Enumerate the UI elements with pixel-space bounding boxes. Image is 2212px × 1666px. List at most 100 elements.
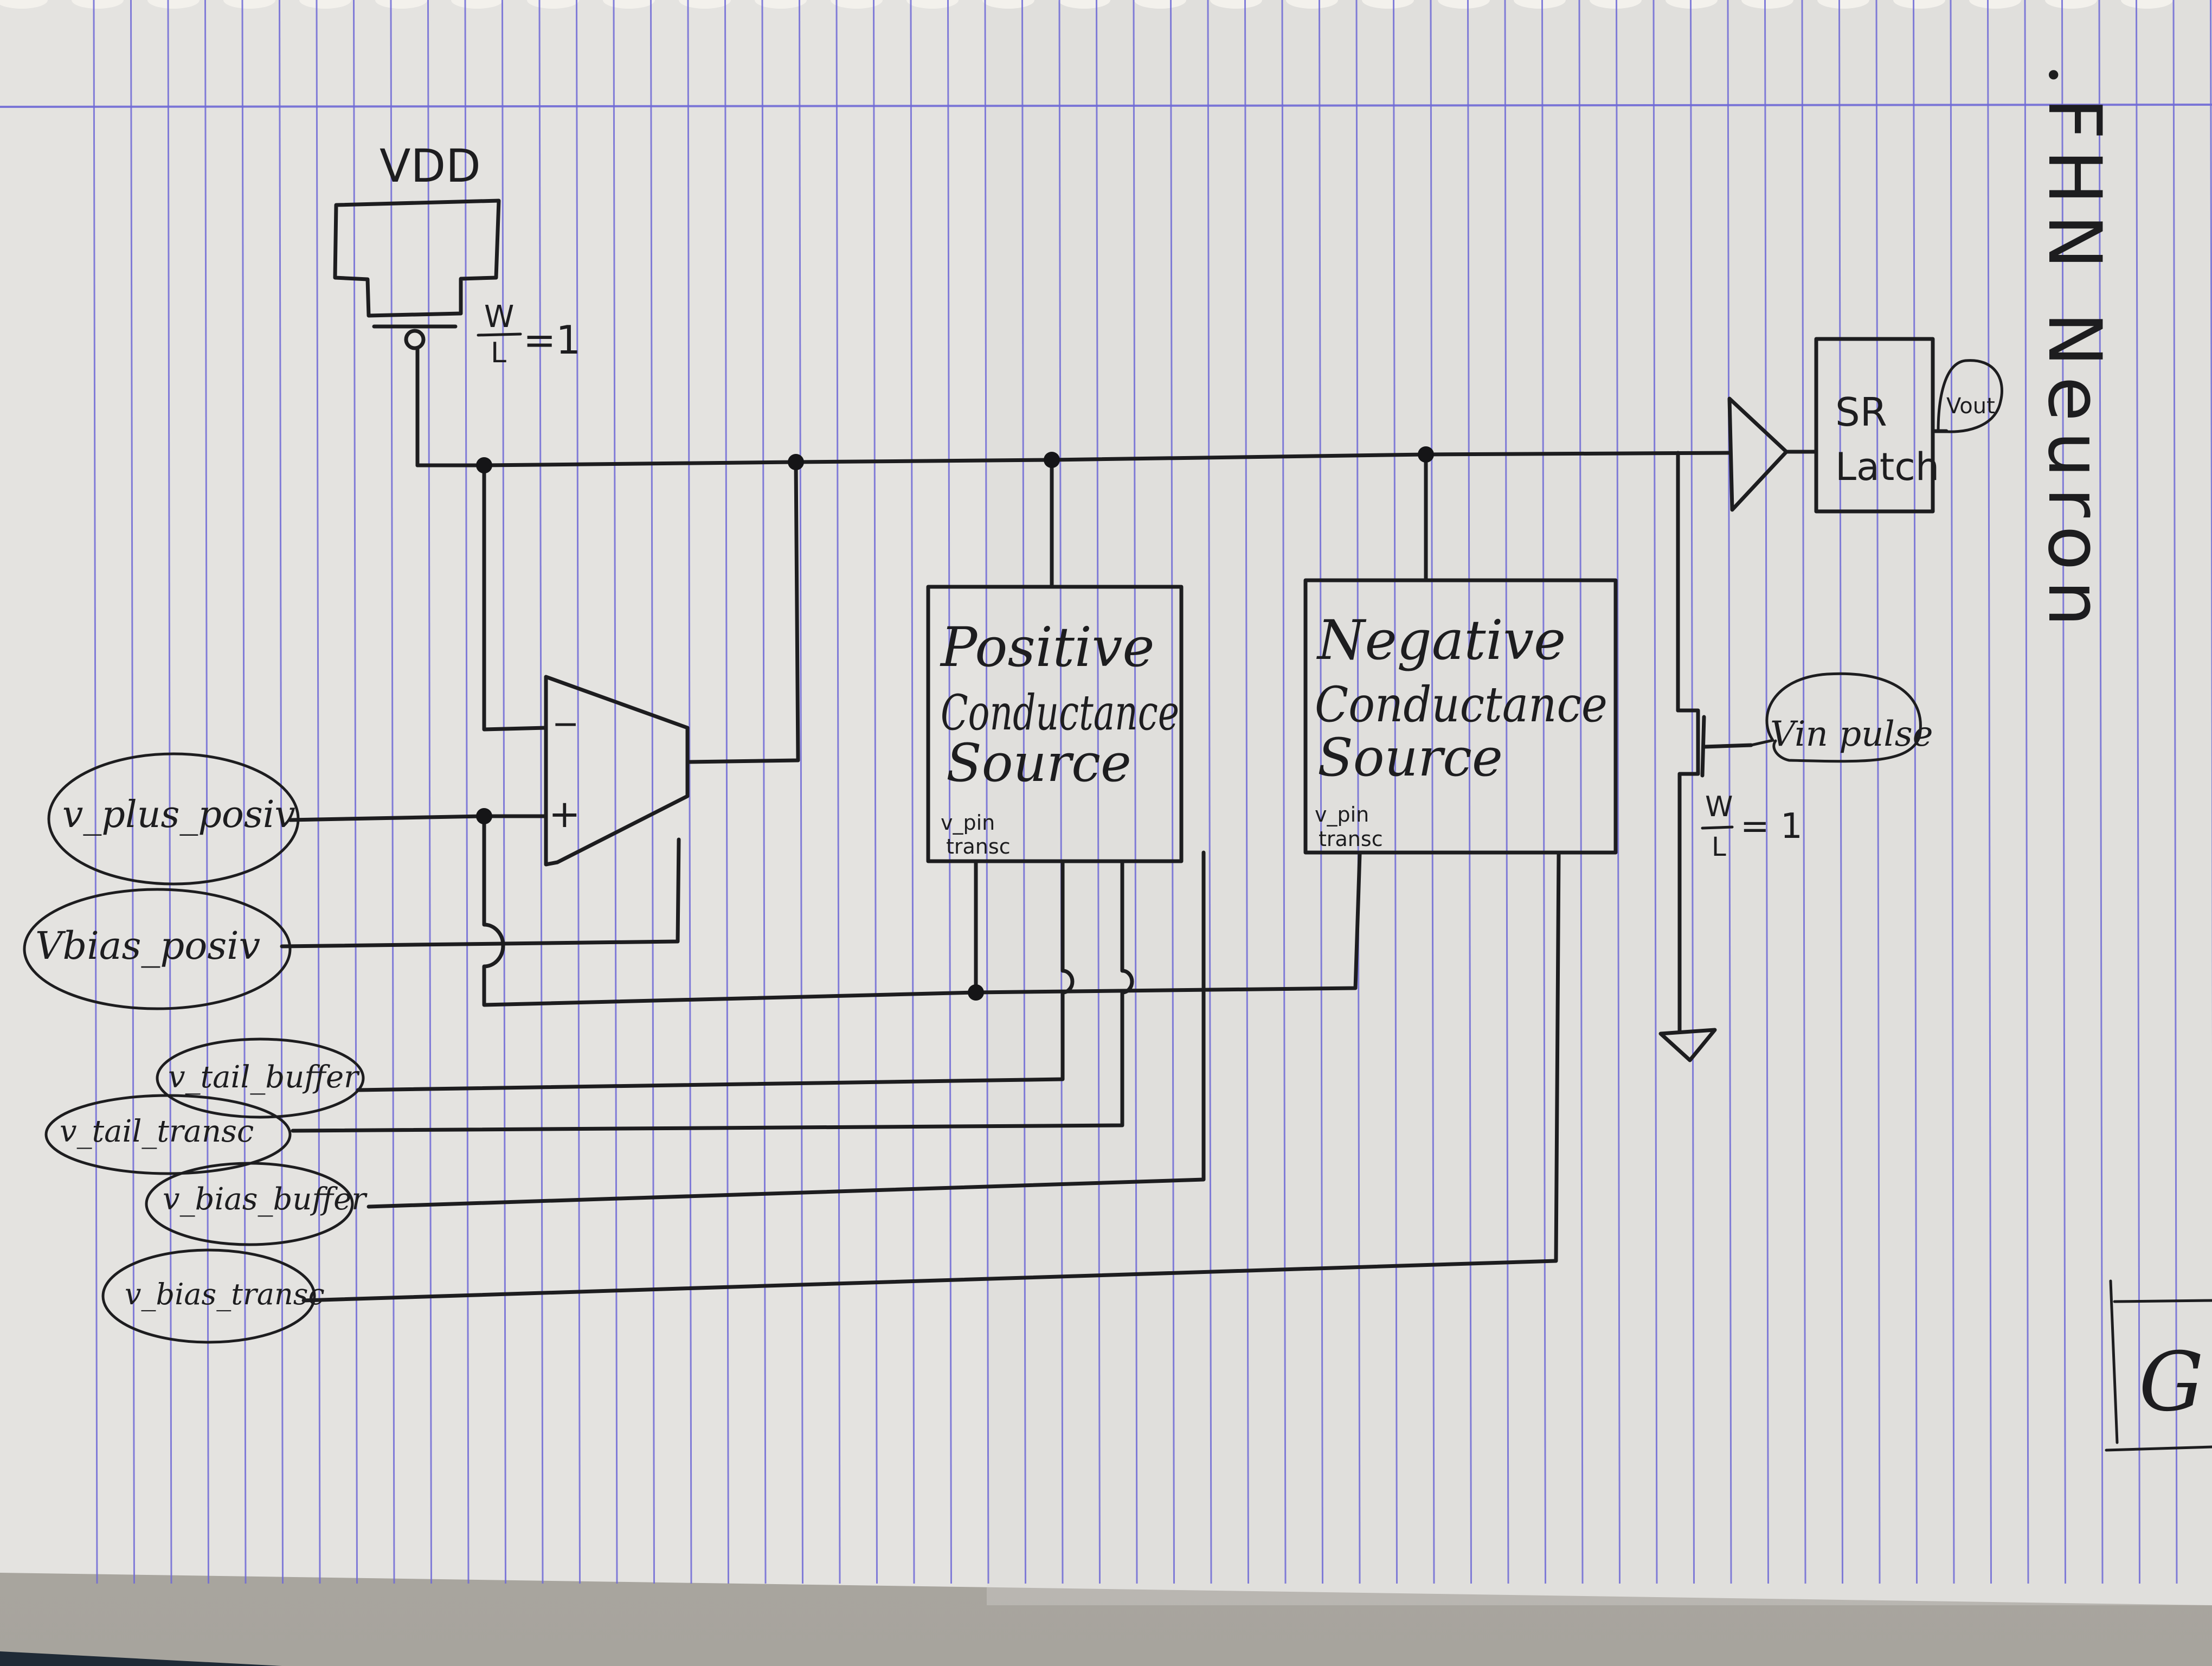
ruled-line — [2098, 0, 2104, 1584]
ruled-line — [1875, 0, 1881, 1584]
input-ratio-den: L — [1712, 832, 1726, 862]
ruled-line — [835, 0, 841, 1584]
positive-block-line3: Source — [946, 733, 1131, 793]
input-label-2: v_tail_buffer — [156, 1037, 365, 1119]
perforation — [1438, 0, 1490, 9]
negative-conductance-block[interactable]: Negative Conductance Source v_pin transc — [1303, 578, 1618, 855]
positive-block-box — [926, 585, 1184, 863]
ruled-line — [1207, 0, 1212, 1584]
v-bias-transc-wire-wire — [301, 850, 1561, 1303]
perforation — [2121, 0, 2173, 9]
ruled-line — [1393, 0, 1398, 1584]
sr-latch-block[interactable]: SR Latch — [1814, 337, 1939, 514]
perforation — [1969, 0, 2021, 9]
ruled-line — [613, 0, 618, 1584]
ruled-line — [1504, 0, 1509, 1584]
ruled-line — [1987, 0, 1992, 1584]
negative-block-pin-line2: transc — [1319, 827, 1383, 851]
opamp-icon — [544, 675, 690, 867]
opamp-minus-label: − — [552, 705, 579, 743]
perforation — [0, 0, 48, 9]
ruled-line — [1616, 0, 1621, 1584]
input-bubble-outline — [101, 1248, 316, 1344]
perforation — [1741, 0, 1793, 9]
ruled-line — [353, 0, 358, 1584]
ruled-line — [1764, 0, 1769, 1584]
positive-block-line2: Conductance — [941, 684, 1179, 741]
v-tail-buffer-wire-wire — [356, 859, 1075, 1092]
ruled-line — [1578, 0, 1584, 1584]
positive-conductance-block[interactable]: Positive Conductance Source v_pin transc — [926, 585, 1184, 863]
negative-block-line1: Negative — [1316, 608, 1566, 672]
input-bubble-outline — [23, 888, 292, 1010]
input-bubble-outline — [44, 1094, 292, 1175]
ruled-line — [316, 0, 321, 1584]
ruled-line — [799, 0, 803, 1584]
ruled-line — [464, 0, 470, 1584]
page-title: FHN Neuron — [2032, 98, 2117, 636]
top-rail-wire — [415, 451, 1732, 467]
output-buffer-icon — [1727, 396, 1789, 512]
junction-dot — [968, 984, 984, 1001]
ruled-line — [1133, 0, 1138, 1584]
perforation — [1514, 0, 1566, 9]
pmos-transistor-icon — [333, 198, 501, 318]
vin-pulse-bubble — [1750, 672, 1922, 763]
input-bubble-label: v_plus_posiv — [62, 793, 295, 836]
input-nmos-icon — [1676, 708, 1700, 776]
input-label-3: v_tail_transc — [44, 1094, 292, 1175]
ruled-line — [576, 0, 581, 1584]
ruled-line — [1058, 0, 1064, 1584]
input-bubble-outline — [47, 752, 300, 886]
ruled-line — [2061, 0, 2066, 1584]
ruled-line — [1096, 0, 1101, 1584]
perforation — [1362, 0, 1414, 9]
input-bubble-outline — [156, 1037, 365, 1119]
perforation — [1590, 0, 1642, 9]
pmos-ratio-bar — [477, 332, 522, 337]
sr-latch-box — [1814, 337, 1935, 514]
page-bullet: • — [2044, 57, 2063, 95]
wires — [280, 429, 1949, 1303]
ruled-line — [1801, 0, 1806, 1584]
ruled-line — [2172, 0, 2178, 1584]
perforation — [1210, 0, 1262, 9]
ruled-line — [427, 0, 432, 1584]
vdd-label: VDD — [380, 139, 481, 193]
junction-dot — [1044, 452, 1060, 468]
vin-pulse-label: Vin pulse — [1770, 714, 1933, 754]
ruled-line — [279, 0, 284, 1584]
v-bias-buffer-wire-wire — [366, 850, 1206, 1209]
junction-dot — [788, 454, 804, 470]
top-margin-line — [0, 104, 2212, 108]
ruled-line — [724, 0, 729, 1584]
vbias-posiv-wire-wire — [280, 837, 681, 949]
ruled-line — [2024, 0, 2029, 1584]
pmos-ratio-den: L — [491, 337, 506, 369]
ruled-line — [910, 0, 915, 1584]
ruled-line — [1244, 0, 1249, 1584]
positive-block-pin-line1: v_pin — [941, 811, 995, 835]
ruled-line — [2210, 0, 2212, 1056]
ruled-line — [167, 0, 172, 1584]
input-ratio-bar — [1701, 825, 1734, 830]
ruled-line — [1652, 0, 1658, 1584]
ruled-line — [1541, 0, 1546, 1584]
v-tail-transc-wire-wire — [291, 859, 1134, 1133]
ruled-line — [538, 0, 544, 1584]
ruled-line — [204, 0, 209, 1584]
positive-block-line1: Positive — [940, 616, 1155, 679]
perforation — [147, 0, 200, 9]
input-bubble-label: v_tail_transc — [60, 1114, 254, 1149]
paper-shadow-right — [987, 0, 2212, 1605]
ruled-line — [93, 0, 98, 1584]
ruled-line — [687, 0, 692, 1584]
input-bubble-label: Vbias_posiv — [35, 924, 260, 968]
svg-text:G: G — [2139, 1335, 2204, 1430]
ruled-line — [1467, 0, 1472, 1584]
opamp-plus-label: + — [549, 792, 581, 836]
perforation — [982, 0, 1034, 9]
negative-block-box — [1303, 578, 1618, 855]
